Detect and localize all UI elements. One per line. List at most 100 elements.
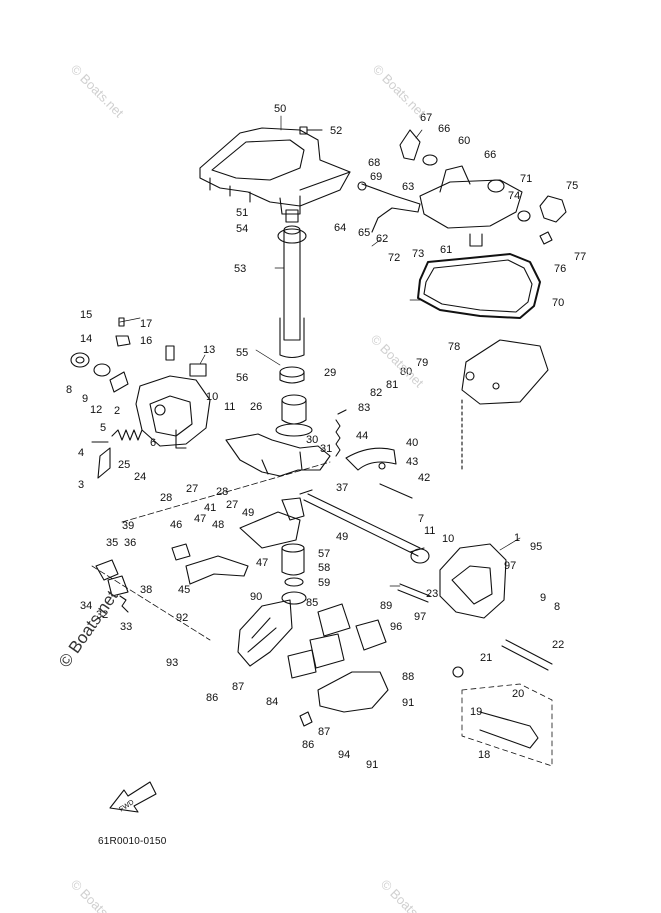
part-number-label: 66: [484, 149, 496, 161]
part-number-label: 80: [400, 366, 412, 378]
part-number-label: 40: [406, 437, 418, 449]
part-number-label: 32: [96, 609, 108, 621]
part-number-label: 58: [318, 562, 330, 574]
plate-78: [461, 339, 549, 471]
part-number-label: 9: [540, 592, 546, 604]
part-number-label: 73: [412, 248, 424, 260]
watermarks: © Boats.net © Boats.net © Boats.net © Bo…: [68, 62, 437, 913]
part-number-label: 19: [470, 706, 482, 718]
bracket-41: [239, 497, 305, 549]
grip-75: [517, 195, 567, 245]
part-number-label: 11: [424, 525, 435, 537]
part-number-label: 1: [514, 532, 520, 544]
part-number-label: 30: [306, 434, 318, 446]
part-number-label: 25: [118, 459, 130, 471]
part-number-label: 13: [203, 344, 215, 356]
part-number-label: 60: [458, 135, 470, 147]
part-number-label: 69: [370, 171, 382, 183]
part-number-label: 55: [236, 347, 248, 359]
part-number-label: 15: [80, 309, 92, 321]
small-parts-left: [70, 317, 207, 393]
part-number-label: 12: [90, 404, 102, 416]
part-number-label: 53: [234, 263, 246, 275]
part-number-label: 22: [552, 639, 564, 651]
part-number-label: 94: [338, 749, 350, 761]
electrical-blocks: [287, 603, 387, 679]
part-number-label: 43: [406, 456, 418, 468]
part-number-label: 79: [416, 357, 428, 369]
part-number-label: 61: [440, 244, 452, 256]
part-number-label: 64: [334, 222, 346, 234]
part-number-label: 44: [356, 430, 368, 442]
part-number-label: 83: [358, 402, 370, 414]
part-number-label: 17: [140, 318, 152, 330]
watermark-text: © Boats.net: [68, 62, 127, 121]
part-number-label: 35: [106, 537, 118, 549]
part-number-label: 27: [226, 499, 238, 511]
part-number-label: 33: [120, 621, 132, 633]
fwd-arrow: [109, 781, 157, 813]
part-number-label: 65: [358, 227, 370, 239]
part-number-label: 39: [122, 520, 134, 532]
part-number-label: 93: [166, 657, 178, 669]
part-number-label: 82: [370, 387, 382, 399]
part-number-label: 21: [480, 652, 492, 664]
part-number-label: 86: [302, 739, 314, 751]
assembly-18: [452, 666, 553, 767]
part-number-label: 63: [402, 181, 414, 193]
part-number-label: 38: [140, 584, 152, 596]
clamp-34: [91, 461, 331, 641]
part-number-label: 97: [414, 611, 426, 623]
part-number-label: 27: [186, 483, 198, 495]
clamp-40: [345, 447, 413, 499]
steering-bracket: [199, 127, 351, 215]
part-number-label: 16: [140, 335, 152, 347]
part-number-label: 81: [386, 379, 398, 391]
part-number-label: 26: [250, 401, 262, 413]
part-number-label: 48: [212, 519, 224, 531]
part-number-label: 49: [242, 507, 254, 519]
part-number-label: 87: [232, 681, 244, 693]
part-number-label: 11: [224, 401, 235, 413]
part-number-label: 34: [80, 600, 92, 612]
part-number-label: 96: [390, 621, 402, 633]
part-number-label: 24: [134, 471, 146, 483]
part-number-label: 72: [388, 252, 400, 264]
part-number-label: 56: [236, 372, 248, 384]
leader-lines: [119, 115, 521, 587]
part-number-label: 70: [552, 297, 564, 309]
part-number-label: 8: [66, 384, 72, 396]
part-number-label: 10: [442, 533, 454, 545]
part-number-label: 45: [178, 584, 190, 596]
part-number-label: 18: [478, 749, 490, 761]
watermark-text: © Boats.net: [378, 877, 437, 913]
part-number-label: 9: [82, 393, 88, 405]
part-number-label: 5: [100, 422, 106, 434]
part-number-label: 91: [366, 759, 378, 771]
housing-90: [237, 599, 293, 667]
part-number-label: 75: [566, 180, 578, 192]
part-number-label: 6: [150, 437, 156, 449]
part-number-label: 71: [520, 173, 532, 185]
bracket-45: [171, 543, 249, 585]
swivel-bracket-left: [135, 375, 211, 449]
main-shaft: [299, 489, 425, 557]
part-number-label: 28: [160, 492, 172, 504]
watermark-text: © Boats.net: [68, 877, 127, 913]
part-number-label: 95: [530, 541, 542, 553]
swivel-bracket-right: [410, 543, 507, 619]
part-number-label: 57: [318, 548, 330, 560]
part-number-label: 46: [170, 519, 182, 531]
part-number-label: 92: [176, 612, 188, 624]
rod-22: [397, 583, 553, 671]
part-number-label: 42: [418, 472, 430, 484]
part-number-label: 23: [426, 588, 438, 600]
part-number-label: 2: [114, 405, 120, 417]
part-number-label: 7: [418, 513, 424, 525]
part-number-label: 50: [274, 103, 286, 115]
tilt-lever: [225, 409, 347, 477]
part-number-label: 4: [78, 447, 84, 459]
part-number-label: 59: [318, 577, 330, 589]
part-number-label: 49: [336, 531, 348, 543]
